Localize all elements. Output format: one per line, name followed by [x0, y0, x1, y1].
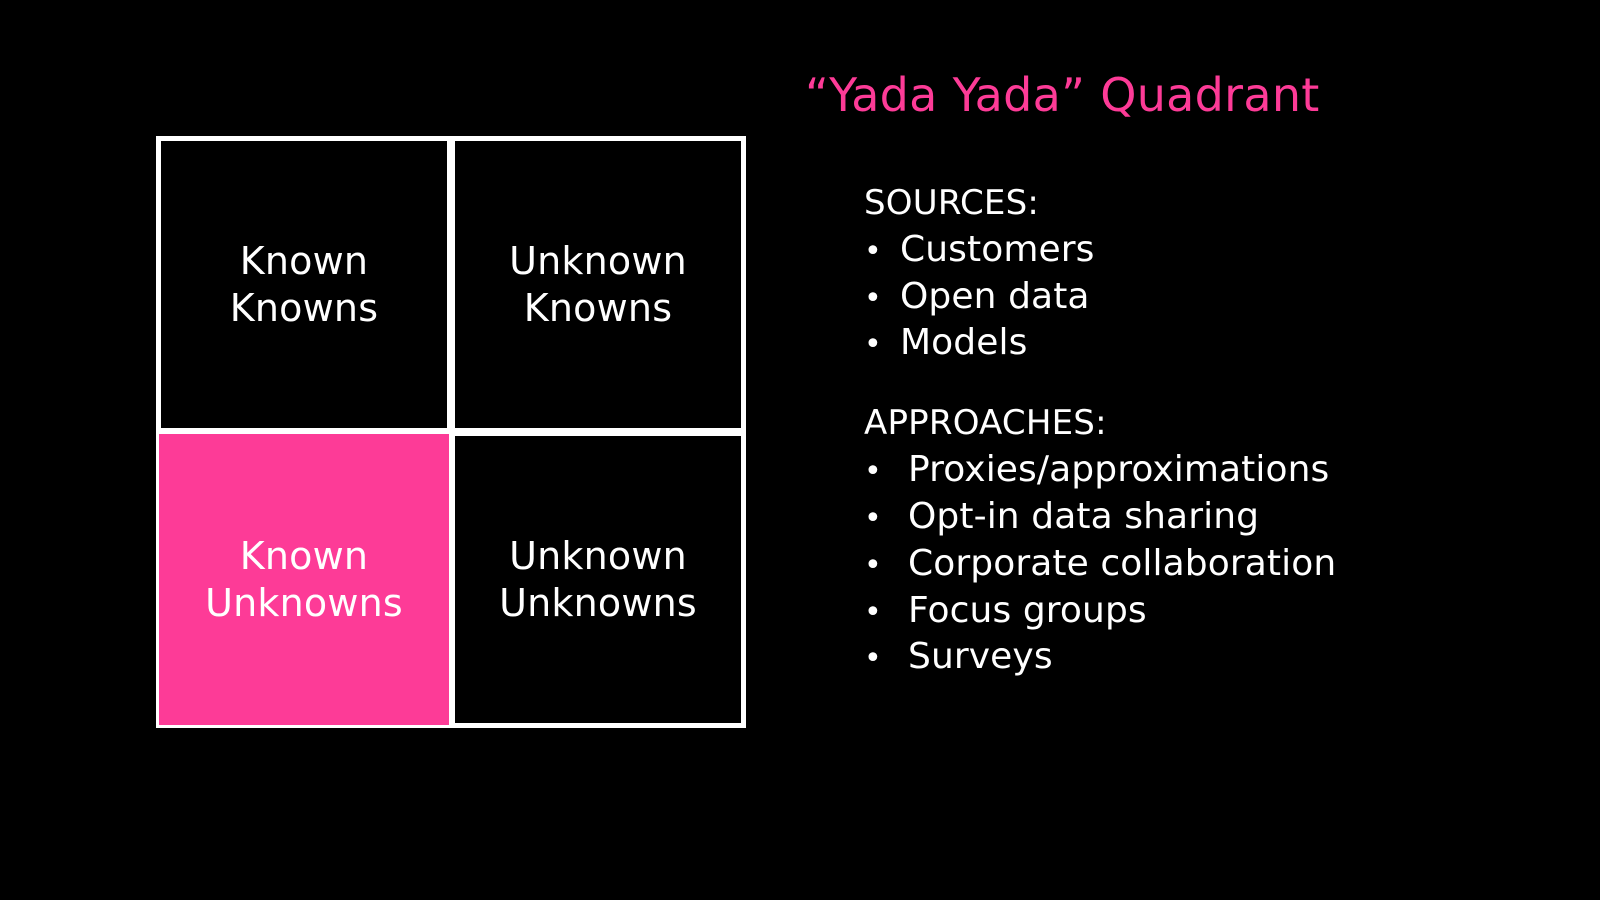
list-item: • Corporate collaboration — [864, 541, 1540, 588]
sources-heading: SOURCES: — [864, 182, 1040, 223]
quadrant-label: Unknown Knowns — [509, 239, 687, 330]
bullet-icon: • — [864, 454, 882, 490]
list-item: • Opt-in data sharing — [864, 494, 1540, 541]
list-item: • Customers — [864, 227, 1540, 274]
quadrant-cell-unknown-knowns[interactable]: Unknown Knowns — [453, 139, 743, 430]
list-item-label: Customers — [900, 228, 1095, 270]
sources-block: SOURCES: • Customers • Open data • Model… — [864, 183, 1540, 368]
list-item: • Open data — [864, 274, 1540, 321]
bullet-icon: • — [864, 641, 882, 677]
quadrant-label: Known Unknowns — [205, 534, 403, 625]
list-item-label: Open data — [900, 275, 1090, 317]
bullet-icon: • — [864, 547, 882, 583]
bullet-icon: • — [864, 594, 882, 630]
slide-title: “Yada Yada” Quadrant — [805, 68, 1320, 122]
quadrant-cell-unknown-unknowns[interactable]: Unknown Unknowns — [453, 434, 743, 725]
list-item-label: Models — [900, 322, 1028, 364]
bullet-icon: • — [864, 327, 882, 363]
list-item-label: Surveys — [908, 636, 1053, 678]
bullet-icon: • — [864, 280, 882, 316]
list-item-label: Focus groups — [908, 589, 1147, 631]
list-item: • Proxies/approximations — [864, 447, 1540, 494]
quadrant-label: Known Knowns — [229, 239, 379, 330]
approaches-block: APPROACHES: • Proxies/approximations • O… — [864, 403, 1540, 681]
list-item-label: Opt-in data sharing — [908, 496, 1260, 537]
quadrant-label: Unknown Unknowns — [499, 534, 697, 625]
sources-list: • Customers • Open data • Models — [864, 227, 1540, 367]
list-item-label: Corporate collaboration — [908, 542, 1337, 584]
list-item: • Focus groups — [864, 588, 1540, 635]
content-blocks: SOURCES: • Customers • Open data • Model… — [864, 183, 1540, 682]
list-item-label: Proxies/approximations — [908, 449, 1330, 491]
quadrant-cell-known-knowns[interactable]: Known Knowns — [159, 139, 449, 430]
content-panel: “Yada Yada” Quadrant SOURCES: • Customer… — [800, 70, 1540, 681]
bullet-icon: • — [864, 233, 882, 269]
approaches-list: • Proxies/approximations • Opt-in data s… — [864, 447, 1540, 681]
list-item: • Models — [864, 320, 1540, 367]
approaches-heading: APPROACHES: — [864, 403, 1107, 444]
quadrant-cell-known-unknowns[interactable]: Known Unknowns — [159, 434, 449, 725]
quadrant-matrix: Known Knowns Unknown Knowns Known Unknow… — [156, 136, 746, 728]
list-item: • Surveys — [864, 634, 1540, 681]
bullet-icon: • — [864, 501, 882, 536]
